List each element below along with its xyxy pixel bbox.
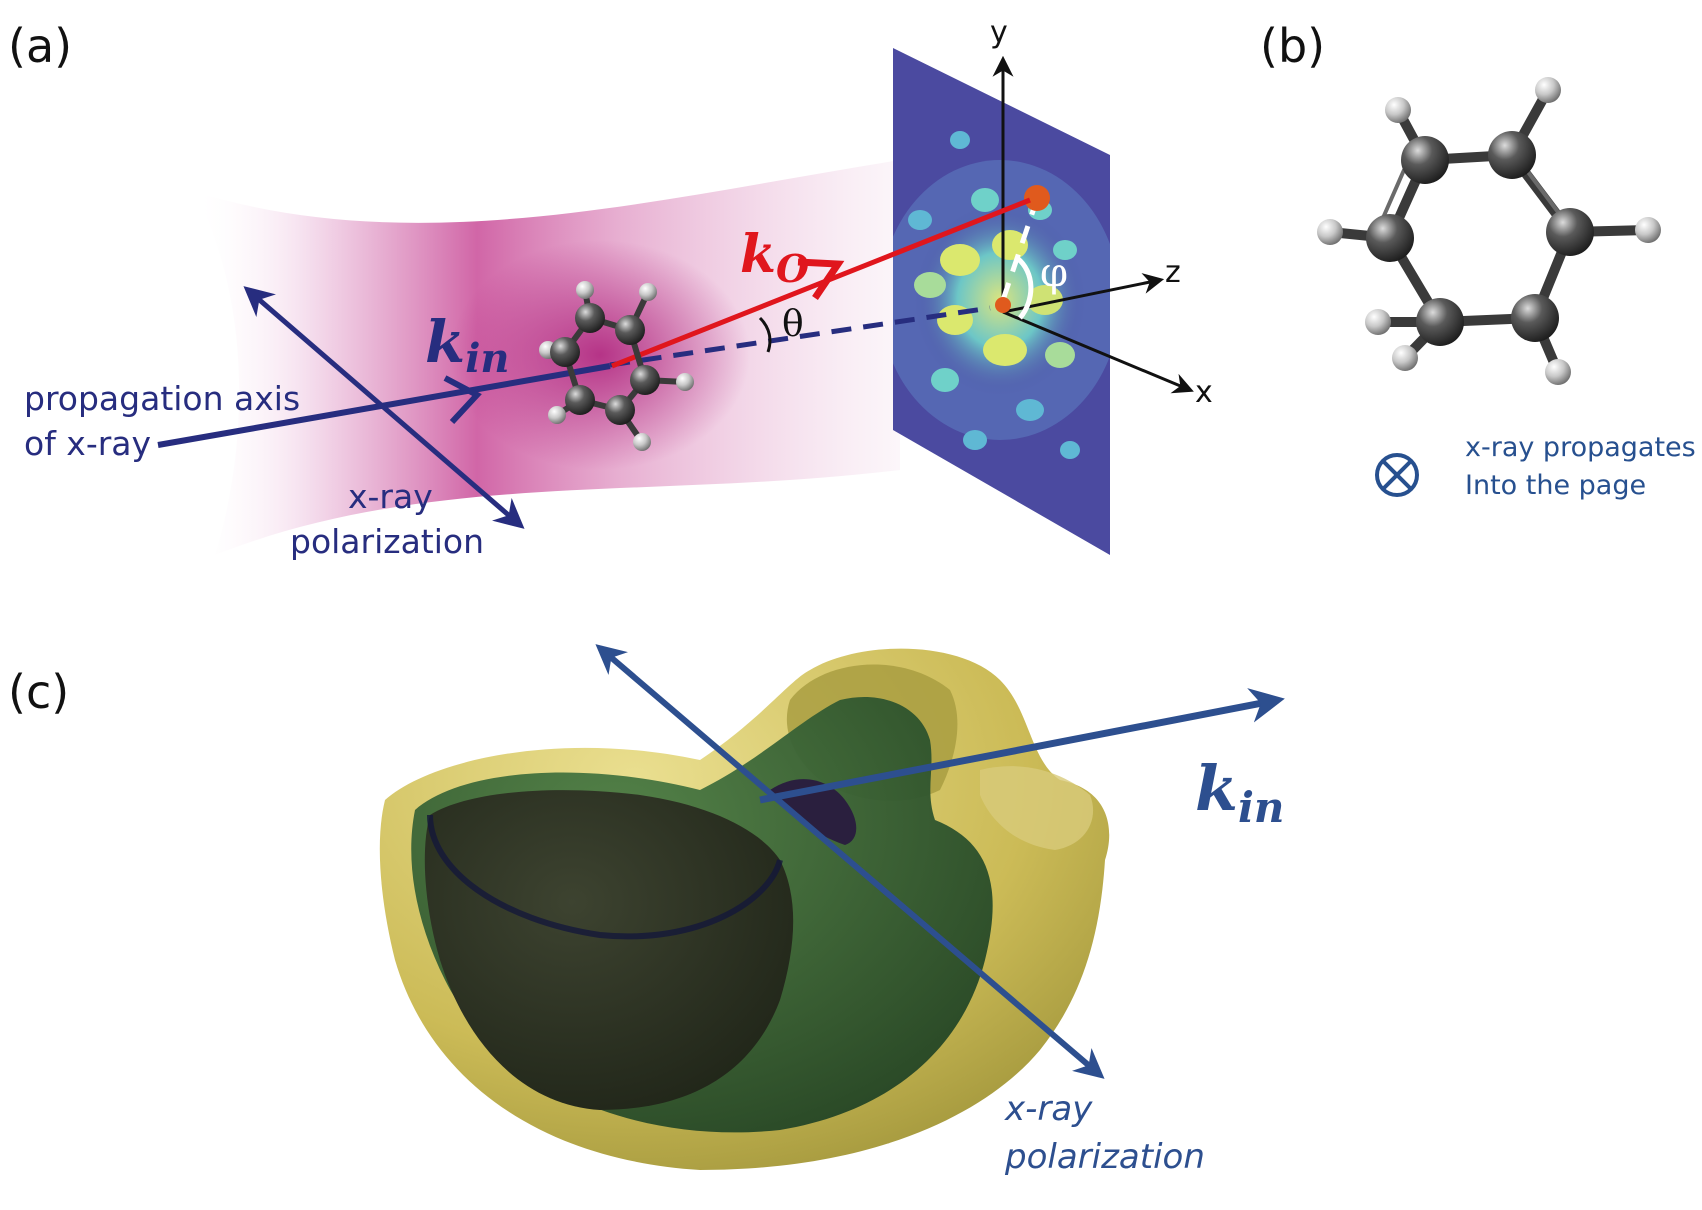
propagation-label-line2: of x-ray	[24, 424, 151, 463]
panel-b: (b)	[1260, 19, 1696, 501]
panel-b-label: (b)	[1260, 19, 1325, 73]
beam-core	[450, 240, 750, 470]
benzene-molecule-large	[1317, 77, 1661, 385]
benzene-molecule-small	[539, 281, 694, 451]
legend-line1: x-ray propagates	[1465, 432, 1696, 463]
theta-arc	[758, 316, 772, 353]
phi-radius-line	[1000, 204, 1038, 301]
beam-axis-dashed	[609, 305, 991, 368]
axis-x-label: x	[1195, 375, 1213, 410]
panel-a: (a)	[8, 15, 1213, 561]
k-o-label: kO	[740, 224, 809, 291]
panel-c: (c) kin x-ray polarization	[8, 644, 1285, 1177]
phi-arc	[1015, 256, 1034, 320]
panel-a-label: (a)	[8, 19, 72, 73]
c-k-in-arrow	[759, 688, 1285, 804]
k-o-arrowhead	[797, 258, 845, 300]
polarization-label-line2: polarization	[290, 522, 484, 561]
scattered-spot	[1024, 185, 1050, 211]
polarization-label-line1: x-ray	[348, 477, 433, 516]
center-spot	[995, 297, 1011, 313]
polarization-arrow	[243, 286, 525, 529]
c-polarization-line1: x-ray	[1004, 1089, 1093, 1129]
legend-line2: Into the page	[1465, 470, 1646, 501]
axis-z-label: z	[1165, 255, 1181, 290]
into-page-symbol	[1375, 453, 1419, 497]
theta-label: θ	[782, 304, 804, 345]
c-polarization-line2: polarization	[1004, 1137, 1205, 1177]
phi-label: φ	[1040, 250, 1068, 296]
c-polarization-arrow	[595, 644, 1105, 1079]
propagation-label-line1: propagation axis	[24, 379, 300, 418]
axis-x-line	[1002, 310, 1194, 394]
axis-y-label: y	[990, 15, 1008, 50]
c-k-in-label: kin	[1195, 752, 1284, 832]
panel-c-label: (c)	[8, 665, 69, 719]
